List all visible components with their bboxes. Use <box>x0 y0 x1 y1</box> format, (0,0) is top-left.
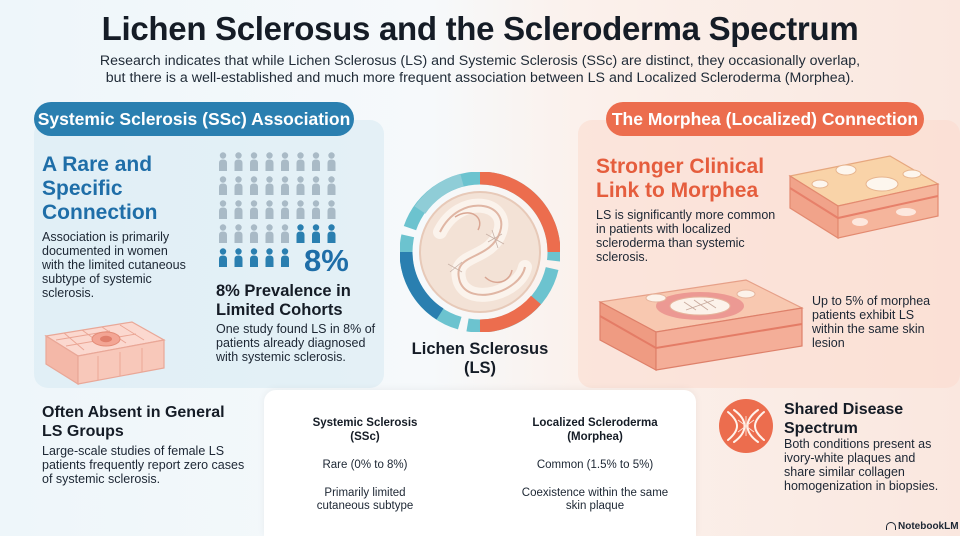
ssc-column-header: Systemic Sclerosis (SSc) <box>312 417 418 443</box>
notebooklm-logo-icon <box>886 522 896 530</box>
page-subtitle: Research indicates that while Lichen Scl… <box>99 53 861 86</box>
person-icon <box>281 152 289 171</box>
absent-heading: Often Absent in General LS Groups <box>42 404 225 440</box>
morphea-frequency-cell: Common (1.5% to 5%) <box>536 459 654 471</box>
person-icon <box>312 200 320 219</box>
person-icon <box>312 176 320 195</box>
shared-spectrum-text: Both conditions present as ivory-white p… <box>784 437 939 493</box>
notebooklm-logo: NotebookLM <box>886 521 959 532</box>
person-icon <box>327 200 336 219</box>
person-icon <box>265 176 274 195</box>
morphea-lesion-stat: Up to 5% of morphea patients exhibit LS … <box>812 294 931 350</box>
lesion-skin-block-icon <box>598 279 804 372</box>
person-icon <box>265 248 274 267</box>
stronger-link-text: LS is significantly more common in patie… <box>596 208 776 264</box>
person-icon <box>296 224 305 243</box>
person-icon <box>296 152 305 171</box>
morphea-coexistence-cell: Coexistence within the same skin plaque <box>521 487 669 512</box>
morphea-skin-block-icon <box>788 155 940 240</box>
person-icon <box>281 176 289 195</box>
person-icon <box>312 224 320 243</box>
lichen-sclerosus-ring-icon <box>400 172 560 332</box>
person-icon <box>250 200 258 219</box>
person-icon <box>219 224 227 243</box>
morphea-column-header: Localized Scleroderma (Morphea) <box>532 417 658 443</box>
shared-spectrum-heading: Shared Disease Spectrum <box>784 401 904 437</box>
comparison-card <box>264 390 696 536</box>
page-title: Lichen Sclerosus and the Scleroderma Spe… <box>101 10 859 47</box>
rare-connection-text: Association is primarily documented in w… <box>42 230 186 300</box>
person-icon <box>234 152 243 171</box>
collagen-fiber-icon <box>719 399 773 453</box>
person-icon <box>281 248 289 267</box>
prevalence-heading: 8% Prevalence in Limited Cohorts <box>216 282 351 319</box>
person-icon <box>296 200 305 219</box>
person-icon <box>234 200 243 219</box>
person-icon <box>281 200 289 219</box>
person-icon <box>281 224 289 243</box>
person-icon <box>250 248 258 267</box>
person-icon <box>234 224 243 243</box>
lichen-sclerosus-label: Lichen Sclerosus (LS) <box>411 340 549 377</box>
skin-cells-icon <box>44 321 166 386</box>
people-grid-icon <box>219 152 336 267</box>
morphea-section-pill: The Morphea (Localized) Connection <box>606 102 924 136</box>
notebooklm-logo-text: NotebookLM <box>898 521 959 532</box>
ssc-subtype-cell: Primarily limited cutaneous subtype <box>316 487 414 512</box>
person-icon <box>219 176 227 195</box>
absent-text: Large-scale studies of female LS patient… <box>42 444 245 486</box>
person-icon <box>265 200 274 219</box>
rare-connection-heading: A Rare and Specific Connection <box>42 153 158 224</box>
person-icon <box>219 248 227 267</box>
prevalence-percent: 8% <box>304 243 349 278</box>
ssc-frequency-cell: Rare (0% to 8%) <box>322 459 408 471</box>
person-icon <box>312 152 320 171</box>
person-icon <box>265 152 274 171</box>
person-icon <box>265 224 274 243</box>
person-icon <box>234 248 243 267</box>
person-icon <box>219 200 227 219</box>
person-icon <box>250 176 258 195</box>
ssc-section-pill: Systemic Sclerosis (SSc) Association <box>34 102 354 136</box>
person-icon <box>327 176 336 195</box>
person-icon <box>327 152 336 171</box>
person-icon <box>327 224 336 243</box>
prevalence-text: One study found LS in 8% of patients alr… <box>216 322 376 364</box>
person-icon <box>219 152 227 171</box>
person-icon <box>296 176 305 195</box>
person-icon <box>234 176 243 195</box>
stronger-link-heading: Stronger Clinical Link to Morphea <box>596 155 765 202</box>
person-icon <box>250 224 258 243</box>
person-icon <box>250 152 258 171</box>
